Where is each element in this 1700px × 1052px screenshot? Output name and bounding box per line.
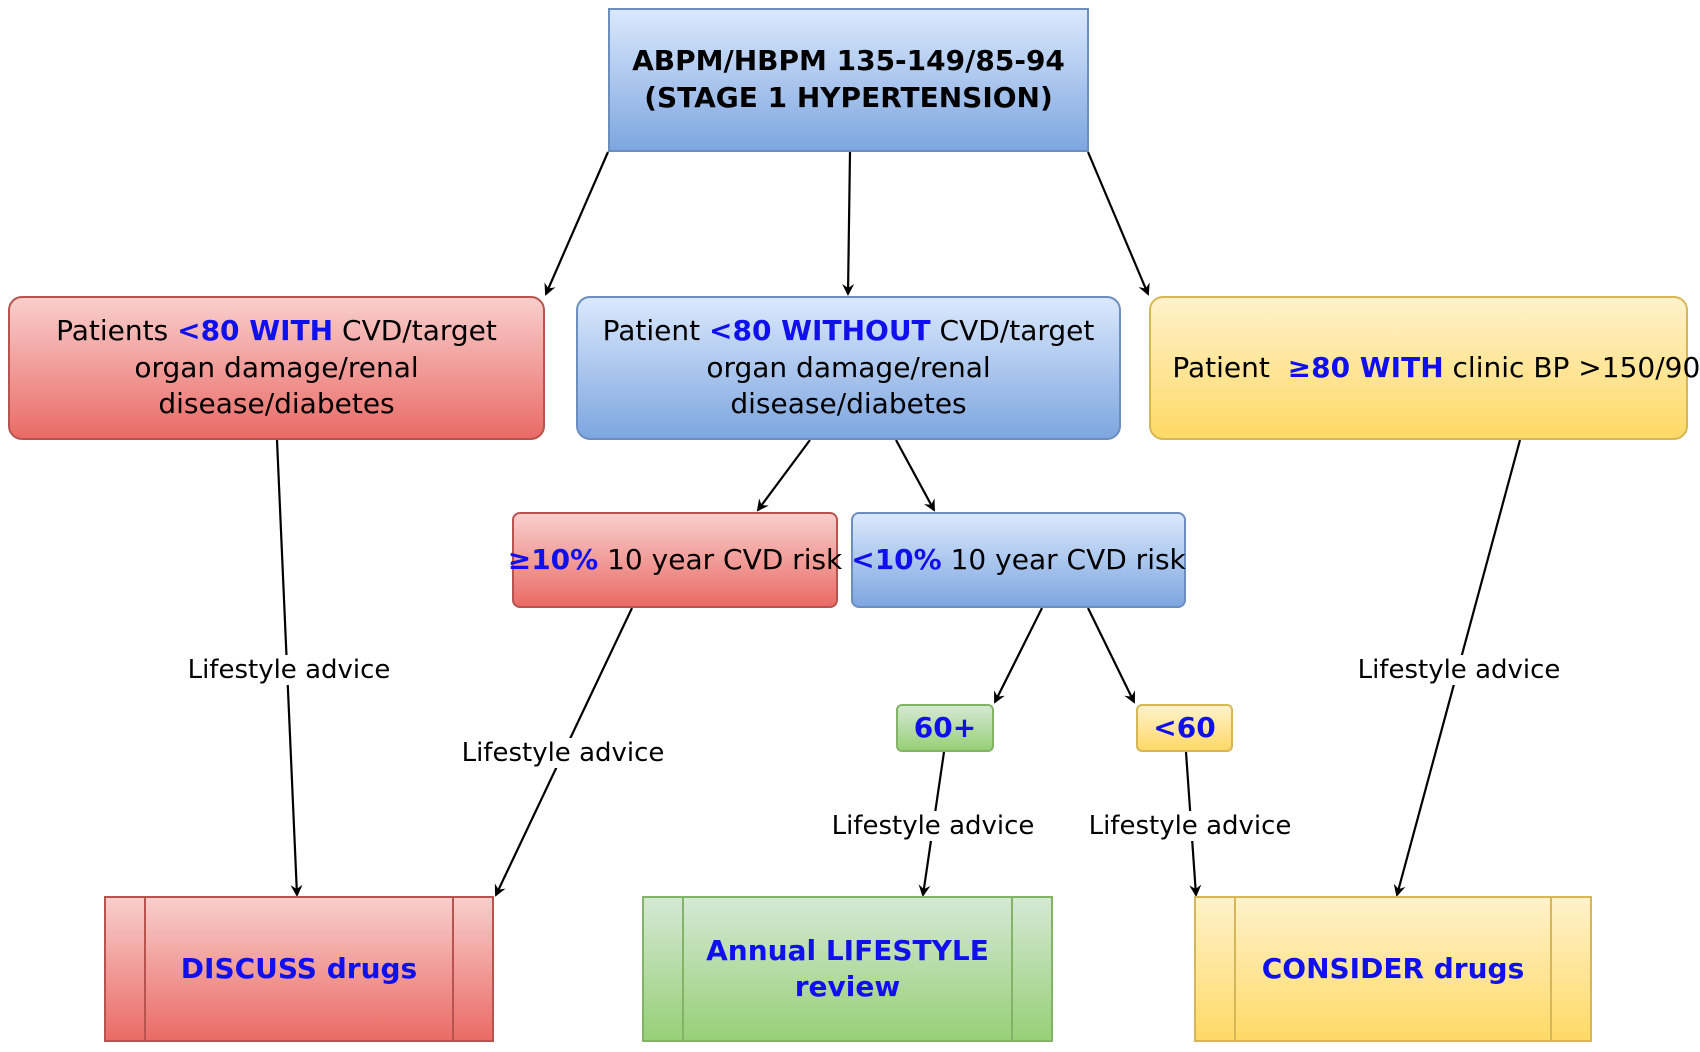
yellow-box-prefix: Patient bbox=[1172, 350, 1288, 384]
stage1-line1: ABPM/HBPM 135-149/85-94 bbox=[632, 44, 1065, 78]
blue-box-highlight: <80 WITHOUT bbox=[709, 313, 931, 347]
risk-high-suffix: 10 year CVD risk bbox=[598, 542, 843, 576]
patients-under80-with-cvd-box: Patients <80 WITH CVD/target organ damag… bbox=[8, 296, 545, 440]
blue-box-suffix: CVD/target organ damage/renal disease/di… bbox=[706, 313, 1095, 421]
consider-left-bar bbox=[1234, 898, 1236, 1040]
red-box-prefix: Patients bbox=[56, 313, 178, 347]
annual-lifestyle-review-text: Annual LIFESTYLE review bbox=[706, 933, 989, 1003]
patient-under80-without-cvd-box: Patient <80 WITHOUT CVD/target organ dam… bbox=[576, 296, 1121, 440]
discuss-right-bar bbox=[452, 898, 454, 1040]
discuss-drugs-label: DISCUSS drugs bbox=[180, 951, 418, 985]
annual-left-bar bbox=[682, 898, 684, 1040]
risk-high-text: ≥10% 10 year CVD risk bbox=[508, 542, 843, 579]
patients-under80-with-cvd-text: Patients <80 WITH CVD/target organ damag… bbox=[18, 313, 535, 424]
annual-right-bar bbox=[1011, 898, 1013, 1040]
red-box-highlight: <80 WITH bbox=[177, 313, 334, 347]
age-60-plus-box: 60+ bbox=[896, 704, 994, 752]
consider-drugs-label: CONSIDER drugs bbox=[1261, 951, 1525, 985]
risk-under-10-box: <10% 10 year CVD risk bbox=[851, 512, 1186, 608]
arrow-blue-to-risk-low bbox=[895, 439, 935, 512]
blue-box-prefix: Patient bbox=[602, 313, 709, 347]
stage1-line2: (STAGE 1 HYPERTENSION) bbox=[644, 81, 1053, 114]
patient-under80-without-cvd-text: Patient <80 WITHOUT CVD/target organ dam… bbox=[592, 313, 1105, 424]
age-60-plus-label: 60+ bbox=[913, 710, 977, 744]
consider-right-bar bbox=[1550, 898, 1552, 1040]
arrow-risk-low-to-age-high bbox=[994, 607, 1043, 704]
arrow-top-to-red bbox=[544, 151, 610, 296]
annual-lifestyle-review-label: Annual LIFESTYLE review bbox=[644, 898, 1051, 1040]
yellow-box-suffix: clinic BP >150/90 bbox=[1443, 350, 1700, 384]
arrow-risk-low-to-age-low bbox=[1087, 607, 1135, 704]
discuss-drugs-box: DISCUSS drugs bbox=[104, 896, 494, 1042]
arrow-top-to-yellow bbox=[1086, 151, 1150, 296]
patient-80plus-text: Patient ≥80 WITH clinic BP >150/90 bbox=[1137, 313, 1700, 424]
yellow-box-highlight: ≥80 WITH bbox=[1287, 350, 1444, 384]
risk-low-highlight: <10% bbox=[851, 542, 942, 576]
edge-label-right-lifestyle: Lifestyle advice bbox=[1354, 655, 1564, 685]
edge-label-age-high-lifestyle: Lifestyle advice bbox=[828, 811, 1038, 841]
discuss-left-bar bbox=[144, 898, 146, 1040]
risk-low-suffix: 10 year CVD risk bbox=[941, 542, 1186, 576]
risk-high-highlight: ≥10% bbox=[507, 542, 599, 576]
age-under-60-label: <60 bbox=[1153, 710, 1216, 744]
edge-label-mid-lifestyle: Lifestyle advice bbox=[458, 738, 668, 768]
age-under-60-box: <60 bbox=[1136, 704, 1233, 752]
risk-low-text: <10% 10 year CVD risk bbox=[851, 542, 1186, 579]
arrow-top-to-blue bbox=[842, 151, 855, 296]
arrow-blue-to-risk-high bbox=[756, 439, 811, 512]
risk-10-or-more-box: ≥10% 10 year CVD risk bbox=[508, 512, 842, 608]
stage1-hypertension-box: ABPM/HBPM 135-149/85-94 (STAGE 1 HYPERTE… bbox=[608, 8, 1089, 152]
consider-drugs-box: CONSIDER drugs bbox=[1194, 896, 1592, 1042]
red-box-suffix: CVD/target organ damage/renal disease/di… bbox=[134, 313, 497, 421]
patient-80plus-with-clinic-bp-box: Patient ≥80 WITH clinic BP >150/90 bbox=[1149, 296, 1700, 440]
edge-label-left-lifestyle: Lifestyle advice bbox=[184, 655, 394, 685]
edge-label-age-low-lifestyle: Lifestyle advice bbox=[1085, 811, 1295, 841]
annual-lifestyle-review-box: Annual LIFESTYLE review bbox=[642, 896, 1053, 1042]
